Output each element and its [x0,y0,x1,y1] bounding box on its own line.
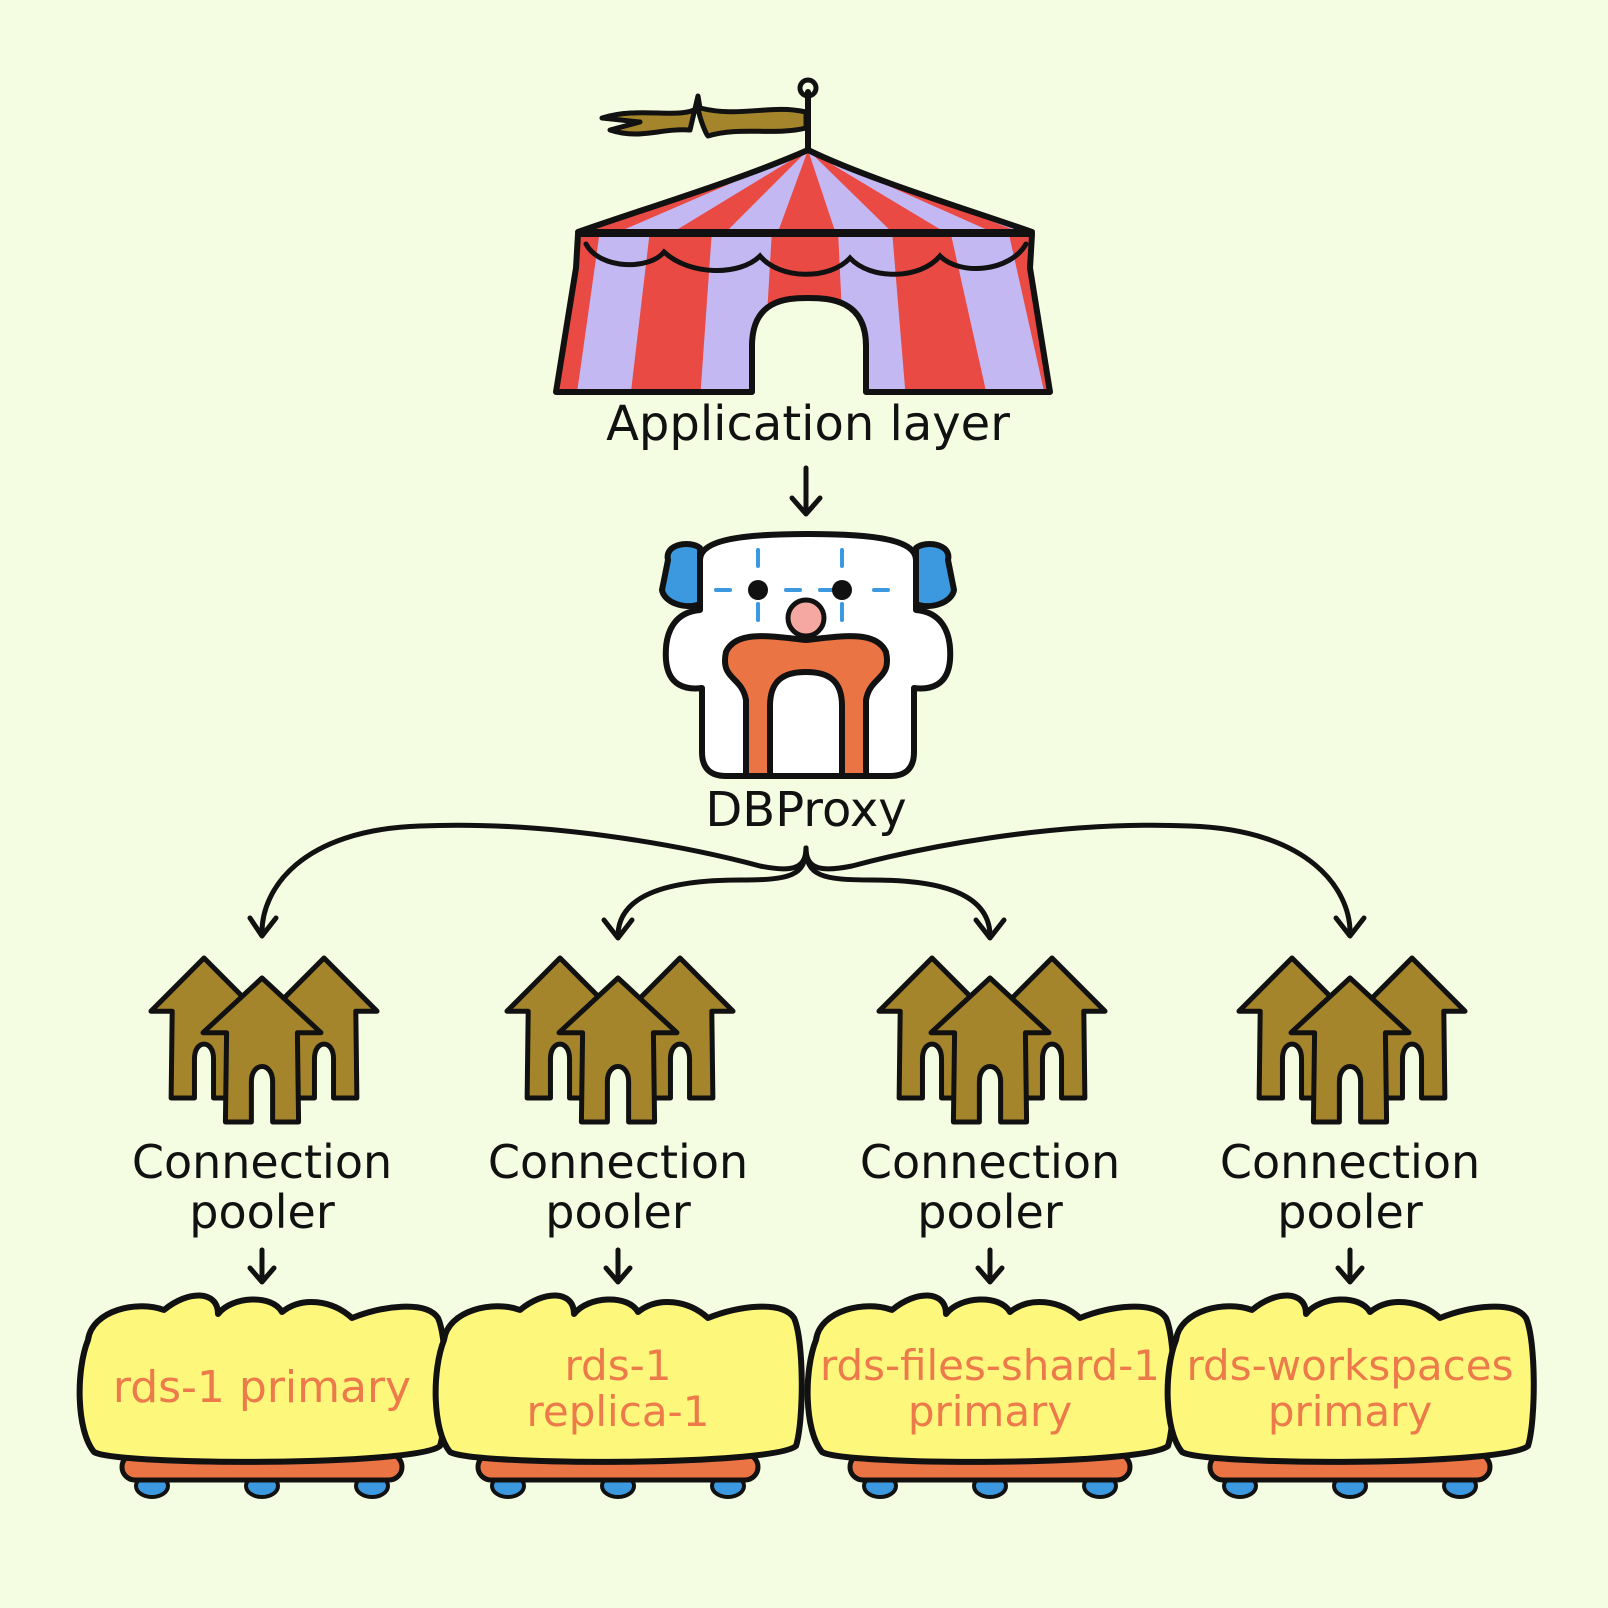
pooler-label-line2: pooler [189,1185,335,1239]
db-label-line1: rds-files-shard-1 [820,1341,1160,1390]
database-cart-icon [432,1292,805,1499]
arrow-to-db [603,1247,633,1285]
pooler-label-line1: Connection [860,1135,1120,1189]
pooler-trees-icon [876,955,1108,1125]
application-layer-label: Application layer [606,396,1010,452]
db-label-line2: primary [908,1387,1072,1436]
database-cart-icon [1164,1292,1537,1499]
pooler-label-line2: pooler [1277,1185,1423,1239]
database-cart-icon [804,1292,1177,1499]
db-label-line1: rds-1 primary [113,1362,411,1413]
branch-arrows [247,822,1367,941]
clown-proxy-icon [659,531,957,779]
circus-tent-icon [553,77,1053,395]
arrow-to-proxy [789,465,823,517]
arrow-to-db [1335,1247,1365,1285]
pooler-label-line2: pooler [545,1185,691,1239]
db-label-line1: rds-workspaces [1187,1341,1514,1390]
pooler-label-line1: Connection [1220,1135,1480,1189]
database-cart-icon [76,1292,449,1499]
pooler-label-line1: Connection [132,1135,392,1189]
pooler-label-line2: pooler [917,1185,1063,1239]
pooler-trees-icon [504,955,736,1125]
db-label-line2: replica-1 [527,1387,710,1436]
pooler-label-line1: Connection [488,1135,748,1189]
arrow-to-db [975,1247,1005,1285]
db-label-line1: rds-1 [565,1341,672,1390]
arrow-to-db [247,1247,277,1285]
pooler-trees-icon [148,955,380,1125]
pooler-trees-icon [1236,955,1468,1125]
dbproxy-label: DBProxy [705,782,906,838]
db-label-line2: primary [1268,1387,1432,1436]
